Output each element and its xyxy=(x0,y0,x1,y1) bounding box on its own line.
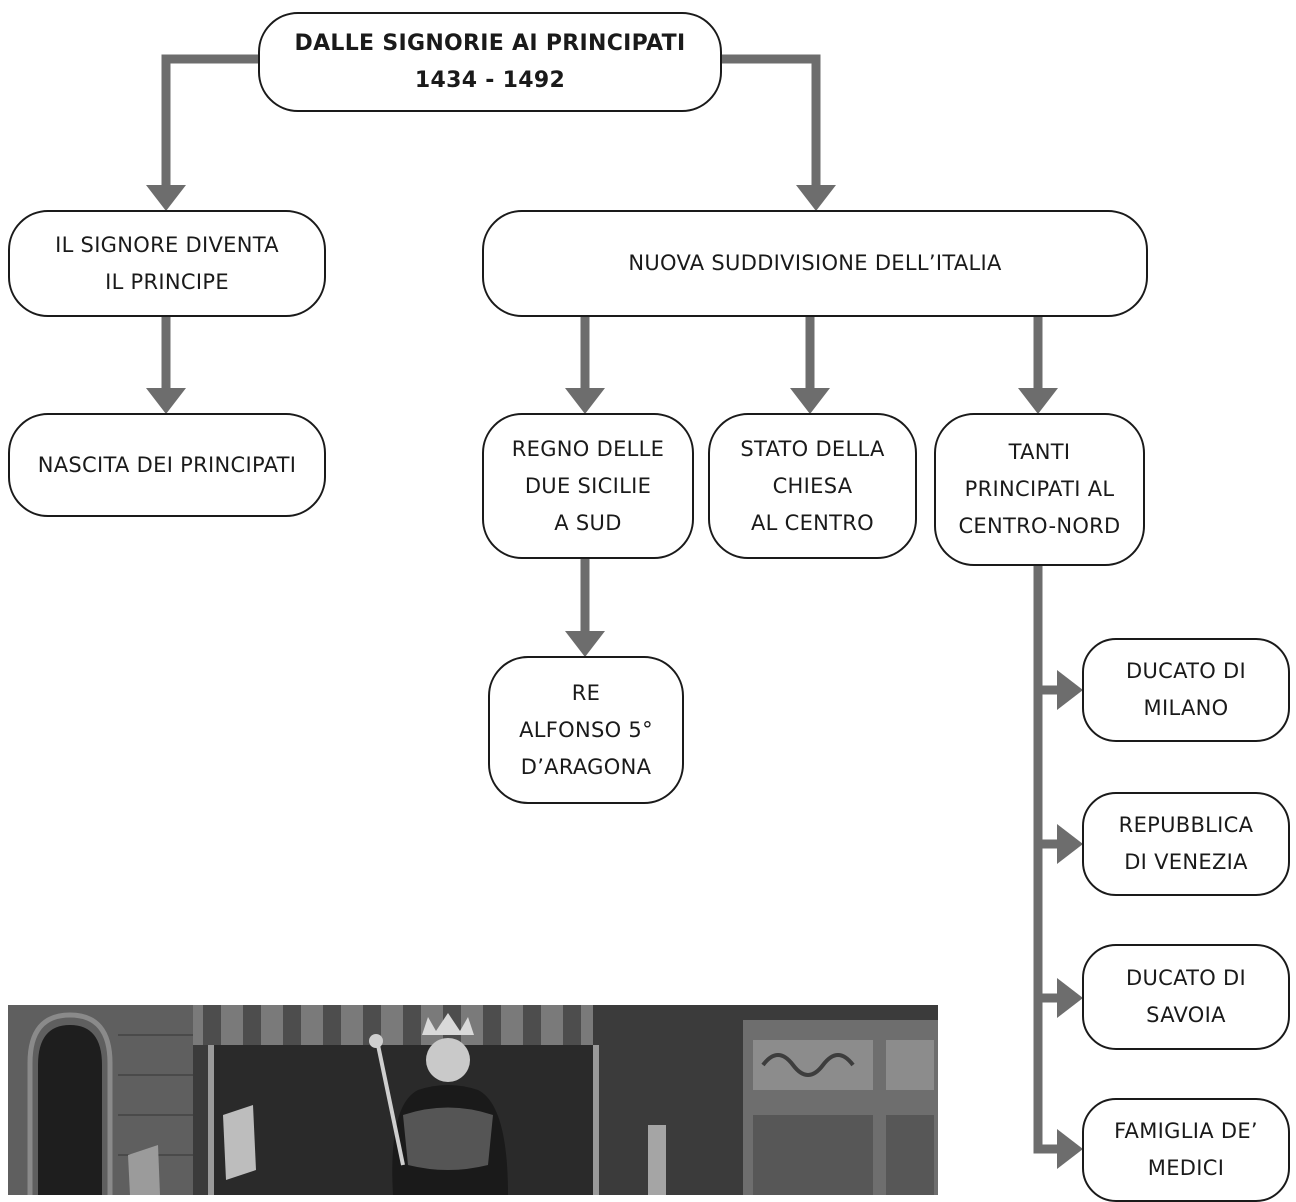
node-signore-principe: IL SIGNORE DIVENTA IL PRINCIPE xyxy=(8,210,326,317)
node-re-alfonso-line3: D’ARAGONA xyxy=(520,754,652,779)
node-ducato-milano: DUCATO DI MILANO xyxy=(1082,638,1290,742)
node-venezia-line1: REPUBBLICA xyxy=(1118,813,1254,837)
arrowhead-step1 xyxy=(146,185,186,211)
node-nuova-suddivisione-line1: NUOVA SUDDIVISIONE DELL’ITALIA xyxy=(628,251,1002,275)
arrowhead-milano xyxy=(1057,670,1083,710)
arrowhead-hub xyxy=(796,185,836,211)
node-ducato-savoia: DUCATO DI SAVOIA xyxy=(1082,944,1290,1050)
painting-image xyxy=(8,1005,938,1195)
node-medici-line2: MEDICI xyxy=(1147,1156,1225,1180)
node-re-alfonso-line1: RE xyxy=(571,680,601,705)
root-node: DALLE SIGNORIE AI PRINCIPATI 1434 - 1492 xyxy=(258,12,722,112)
node-nuova-suddivisione: NUOVA SUDDIVISIONE DELL’ITALIA xyxy=(482,210,1148,317)
node-regno-line2: DUE SICILIE xyxy=(524,473,652,498)
node-savoia-line2: SAVOIA xyxy=(1146,1003,1226,1027)
node-savoia-line1: DUCATO DI xyxy=(1125,966,1247,990)
node-principati-centro-nord: TANTI PRINCIPATI AL CENTRO-NORD xyxy=(934,413,1145,566)
node-signore-principe-line2: IL PRINCIPE xyxy=(105,269,229,294)
connector-root-left xyxy=(161,54,258,188)
node-regno-due-sicilie: REGNO DELLE DUE SICILIE A SUD xyxy=(482,413,694,559)
node-stato-chiesa: STATO DELLA CHIESA AL CENTRO xyxy=(708,413,917,559)
arrowhead-medici xyxy=(1057,1129,1083,1169)
node-chiesa-line3: AL CENTRO xyxy=(750,510,875,535)
node-chiesa-line1: STATO DELLA xyxy=(740,436,885,461)
node-regno-line3: A SUD xyxy=(554,510,622,535)
node-medici-line1: FAMIGLIA DE’ xyxy=(1114,1119,1258,1143)
root-dates: 1434 - 1492 xyxy=(414,68,566,93)
arrowhead-step2 xyxy=(146,388,186,414)
node-venezia-line2: DI VENEZIA xyxy=(1124,850,1248,874)
arrowhead-king xyxy=(565,631,605,657)
node-re-alfonso-line2: ALFONSO 5° xyxy=(519,717,653,742)
node-famiglia-medici: FAMIGLIA DE’ MEDICI xyxy=(1082,1098,1290,1202)
arrowhead-savoia xyxy=(1057,978,1083,1018)
node-centro-nord-line1: TANTI xyxy=(1008,440,1071,464)
node-centro-nord-line2: PRINCIPATI AL xyxy=(964,477,1115,501)
node-signore-principe-line1: IL SIGNORE DIVENTA xyxy=(55,232,279,257)
node-nascita-principati: NASCITA DEI PRINCIPATI xyxy=(8,413,326,517)
root-title: DALLE SIGNORIE AI PRINCIPATI xyxy=(294,31,686,56)
arrowhead-north xyxy=(1018,388,1058,414)
arrowhead-south xyxy=(565,388,605,414)
painting-illustration xyxy=(8,1005,938,1195)
node-milano-line1: DUCATO DI xyxy=(1125,659,1247,683)
arrowhead-venezia xyxy=(1057,824,1083,864)
arrowhead-church xyxy=(790,388,830,414)
node-milano-line2: MILANO xyxy=(1143,696,1229,720)
node-regno-line1: REGNO DELLE xyxy=(511,436,665,461)
node-chiesa-line2: CHIESA xyxy=(772,473,853,498)
connector-root-right xyxy=(720,54,821,188)
connector-north-trunk xyxy=(1033,565,1060,1154)
node-re-alfonso: RE ALFONSO 5° D’ARAGONA xyxy=(488,656,684,804)
node-centro-nord-line3: CENTRO-NORD xyxy=(958,514,1121,538)
node-repubblica-venezia: REPUBBLICA DI VENEZIA xyxy=(1082,792,1290,896)
node-nascita-principati-line1: NASCITA DEI PRINCIPATI xyxy=(37,452,297,477)
